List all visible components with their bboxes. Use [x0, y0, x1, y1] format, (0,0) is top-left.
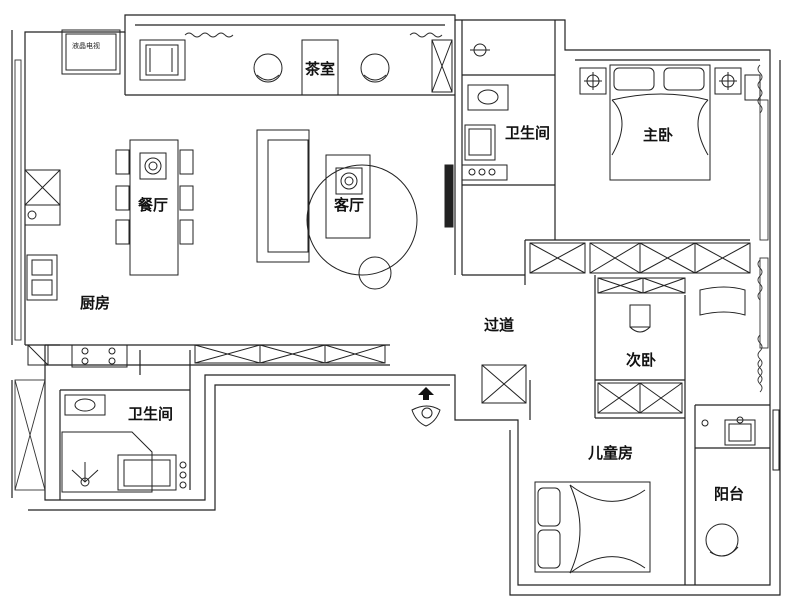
second-bedroom-cabinets — [597, 382, 683, 414]
wardrobes — [529, 242, 751, 333]
tv-label: 液晶电视 — [72, 42, 100, 50]
outer-walls — [11, 14, 781, 596]
guest-bath-fixtures — [61, 394, 187, 493]
master-bedroom-furniture — [579, 64, 761, 181]
room-label-living-room: 客厅 — [334, 196, 365, 214]
balcony-fixtures — [701, 409, 780, 557]
kids-room-furniture — [534, 481, 651, 574]
room-label-second-bedroom: 次卧 — [626, 351, 657, 369]
room-label-master-bathroom: 卫生间 — [505, 124, 551, 142]
entrance-marker — [411, 387, 441, 427]
tea-room-furniture — [61, 29, 453, 96]
room-label-tea-room: 茶室 — [305, 60, 336, 78]
room-label-dining-room: 餐厅 — [138, 196, 169, 214]
room-label-hallway: 过道 — [484, 316, 515, 334]
room-label-kids-room: 儿童房 — [588, 444, 634, 462]
room-label-balcony: 阳台 — [714, 485, 745, 503]
room-label-kitchen: 厨房 — [80, 294, 111, 312]
room-label-guest-bathroom: 卫生间 — [128, 405, 174, 423]
room-label-master-bedroom: 主卧 — [643, 126, 674, 144]
kitchen-fixtures — [24, 169, 128, 368]
living-furniture — [256, 129, 454, 290]
master-bath-fixtures — [461, 43, 509, 181]
hallway-cabinets — [194, 344, 527, 404]
dining-furniture — [115, 139, 194, 276]
